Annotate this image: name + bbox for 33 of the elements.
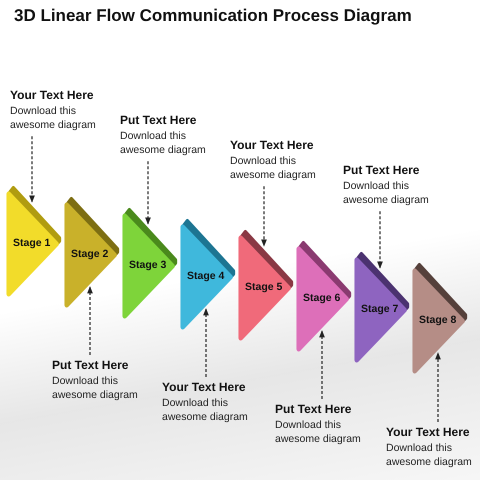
stage-label: Stage 6 bbox=[303, 292, 340, 304]
stage-label: Stage 8 bbox=[419, 314, 456, 326]
dashed-arrow bbox=[203, 308, 209, 377]
callout-heading: Your Text Here bbox=[10, 88, 95, 102]
stage-label: Stage 2 bbox=[71, 248, 108, 260]
dashed-arrow bbox=[29, 136, 35, 203]
dashed-arrow bbox=[377, 211, 383, 269]
callout-text: Download this awesome diagram bbox=[275, 419, 362, 446]
stage-label: Stage 7 bbox=[361, 303, 398, 315]
dashed-arrow bbox=[319, 330, 325, 399]
callout-text: Download this awesome diagram bbox=[120, 130, 207, 158]
stage-label: Stage 1 bbox=[13, 237, 50, 249]
callout-heading: Put Text Here bbox=[52, 358, 130, 372]
stage-label: Stage 5 bbox=[245, 281, 282, 293]
callout-heading: Your Text Here bbox=[230, 138, 315, 152]
dashed-arrow bbox=[435, 352, 441, 422]
callout-text: Download this awesome diagram bbox=[162, 397, 249, 424]
callout-text: Download this awesome diagram bbox=[386, 442, 473, 470]
callout-heading: Your Text Here bbox=[162, 380, 247, 394]
callout-heading: Put Text Here bbox=[120, 113, 198, 127]
callout-heading: Put Text Here bbox=[343, 163, 420, 177]
stage-label: Stage 3 bbox=[129, 259, 166, 271]
dashed-arrow bbox=[87, 286, 93, 355]
callout-text: Download this awesome diagram bbox=[343, 180, 430, 208]
callout-text: Download this awesome diagram bbox=[10, 105, 97, 132]
callout-heading: Put Text Here bbox=[275, 402, 352, 416]
dashed-arrow bbox=[145, 161, 151, 225]
callout-text: Download this awesome diagram bbox=[230, 155, 317, 182]
diagram-title: 3D Linear Flow Communication Process Diagram bbox=[14, 6, 412, 26]
callout-heading: Your Text Here bbox=[386, 425, 471, 439]
stage-label: Stage 4 bbox=[187, 270, 224, 282]
callout-text: Download this awesome diagram bbox=[52, 375, 139, 402]
dashed-arrow bbox=[261, 186, 267, 247]
